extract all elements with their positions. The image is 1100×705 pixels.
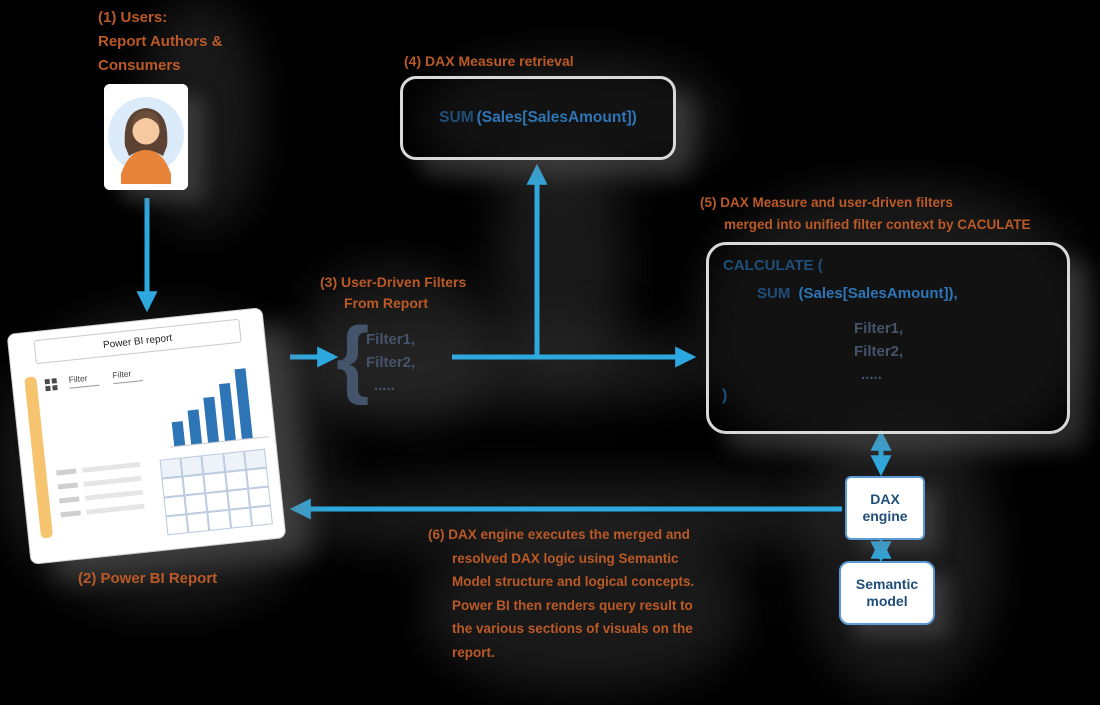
- report-list-lines: [56, 461, 145, 526]
- report-table-cell: [184, 493, 208, 515]
- power-bi-report-mock: Power BI report Filter Filter: [6, 307, 287, 565]
- report-filter-widget: Filter: [111, 367, 147, 385]
- dax-engine-box: DAX engine: [845, 476, 925, 540]
- step6-line4: Power BI then renders query result to: [452, 597, 693, 613]
- filter-underline: [69, 384, 100, 389]
- user-avatar: [104, 84, 188, 190]
- report-bar: [171, 421, 186, 447]
- step6-label: (6) DAX engine executes the merged and r…: [428, 523, 694, 664]
- filter-item: .....: [374, 377, 395, 394]
- report-table-cell: [222, 450, 246, 473]
- step5-label: (5) DAX Measure and user-driven filters …: [700, 192, 1031, 236]
- step3-line2: From Report: [344, 295, 428, 311]
- report-bar: [187, 409, 203, 445]
- step6-line1: (6) DAX engine executes the merged and: [428, 527, 690, 542]
- semantic-model-line2: model: [866, 593, 908, 609]
- calculate-box: CALCULATE ( SUM (Sales[SalesAmount]), Fi…: [706, 242, 1070, 434]
- report-table-cell: [203, 472, 227, 494]
- calc-filter-item: .....: [861, 366, 882, 383]
- report-table-cell: [247, 486, 271, 508]
- calc-filter-item: Filter2,: [854, 343, 904, 360]
- step1-line3: Consumers: [98, 57, 181, 74]
- step4-label: (4) DAX Measure retrieval: [404, 53, 574, 69]
- step1-line2: Report Authors &: [98, 33, 223, 50]
- report-table-cell: [205, 490, 229, 513]
- report-table-cell: [201, 453, 225, 475]
- step2-label: (2) Power BI Report: [78, 570, 218, 587]
- report-table-cell: [159, 457, 183, 479]
- sum-args: (Sales[SalesAmount]): [476, 109, 637, 126]
- report-filter-label: Filter: [68, 372, 89, 385]
- report-bar: [218, 382, 236, 441]
- report-table-cell: [226, 488, 250, 510]
- filter-underline: [113, 380, 144, 385]
- step6-line6: report.: [452, 644, 495, 660]
- report-accent-bar: [24, 376, 54, 539]
- calc-sum-args: (Sales[SalesAmount]),: [798, 285, 958, 302]
- step6-line3: Model structure and logical concepts.: [452, 574, 695, 589]
- dax-engine-line1: DAX: [870, 491, 900, 507]
- step3-label: (3) User-Driven Filters From Report: [320, 272, 466, 314]
- curly-brace: {: [336, 310, 370, 406]
- shadow-blob: [805, 430, 995, 690]
- report-table-cell: [186, 512, 210, 534]
- report-bar: [203, 396, 219, 443]
- report-table-cell: [249, 505, 273, 527]
- report-title: Power BI report: [33, 318, 242, 365]
- report-table-cell: [165, 514, 189, 536]
- semantic-model-line1: Semantic: [855, 576, 919, 592]
- step3-line1: (3) User-Driven Filters: [320, 274, 467, 290]
- step6-line2: resolved DAX logic using Semantic: [452, 550, 679, 566]
- report-bar-chart: [161, 354, 269, 448]
- report-table-cell: [245, 467, 269, 489]
- sum-keyword: SUM: [439, 109, 474, 126]
- step1-label: (1) Users: Report Authors & Consumers: [98, 6, 222, 78]
- step5-line1: (5) DAX Measure and user-driven filters: [700, 195, 953, 210]
- report-table-cell: [161, 476, 185, 498]
- grid-icon: [44, 378, 59, 392]
- report-table-cell: [163, 495, 187, 517]
- step6-line5: the various sections of visuals on the: [452, 621, 693, 636]
- filter-item: Filter1,: [366, 331, 416, 348]
- calc-sum-keyword: SUM: [757, 285, 791, 302]
- shadow-blob: [425, 525, 745, 690]
- step1-line1: (1) Users:: [98, 9, 168, 26]
- report-table: [159, 448, 273, 536]
- user-filters-list: Filter1, Filter2, .....: [366, 328, 415, 397]
- calc-filter-item: Filter1,: [854, 320, 904, 337]
- step5-line2: merged into unified filter context by CA…: [724, 217, 1031, 232]
- report-filter-label: Filter: [111, 368, 132, 381]
- calculate-sum-line: SUM (Sales[SalesAmount]),: [757, 285, 958, 302]
- report-table-cell: [243, 448, 267, 470]
- sum-measure-box: SUM (Sales[SalesAmount]): [400, 76, 676, 160]
- person-icon: [104, 84, 188, 190]
- dax-engine-line2: engine: [862, 508, 908, 524]
- shadow-blob: [700, 185, 1090, 465]
- report-table-cell: [180, 455, 204, 477]
- report-filter-widget: Filter: [68, 371, 103, 389]
- filter-item: Filter2,: [366, 354, 416, 371]
- calculate-keyword: CALCULATE (: [723, 257, 823, 274]
- shadow-blob: [280, 325, 710, 410]
- report-table-cell: [207, 509, 231, 531]
- calculate-close-paren: ): [722, 387, 728, 404]
- report-table-cell: [228, 507, 252, 529]
- semantic-model-box: Semantic model: [839, 561, 935, 625]
- report-bar: [234, 368, 253, 440]
- report-table-cell: [182, 474, 206, 496]
- report-table-cell: [224, 469, 248, 491]
